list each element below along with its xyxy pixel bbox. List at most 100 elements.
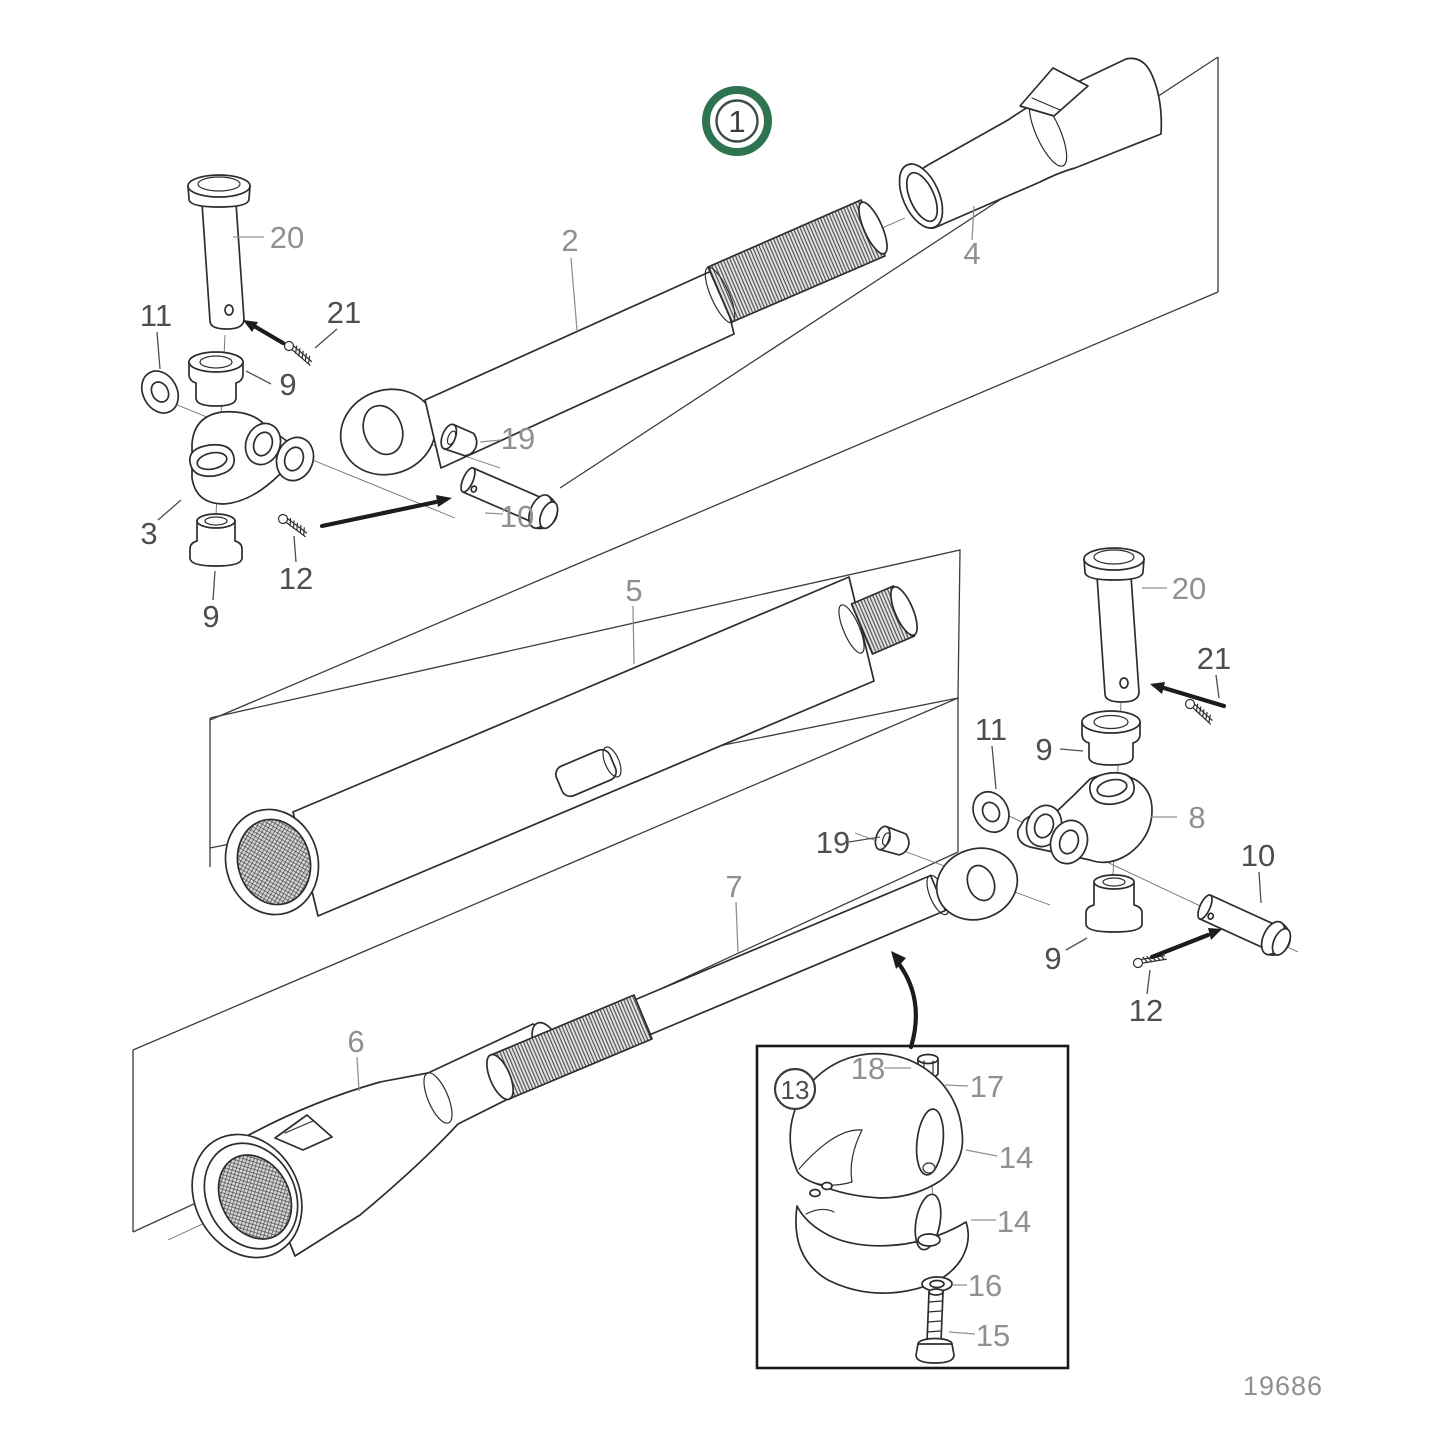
cotter-pin-21-left xyxy=(283,340,313,366)
label-17-text: 17 xyxy=(970,1069,1004,1104)
label-19-right-leader xyxy=(848,836,881,843)
label-4: 4 xyxy=(963,205,981,271)
funnel6-mouth-bore xyxy=(217,1154,293,1240)
label-14-upper-text: 14 xyxy=(999,1140,1033,1175)
label-19-right: 19 xyxy=(816,825,881,860)
label-17: 17 xyxy=(944,1069,1004,1104)
bushing-19-left xyxy=(440,423,478,457)
label-12-left-text: 12 xyxy=(279,561,313,596)
tube5-window xyxy=(555,748,617,798)
label-10-left-leader xyxy=(484,512,504,515)
label-11-right-text: 11 xyxy=(975,712,1007,747)
label-9-right-lower-text: 9 xyxy=(1044,941,1061,976)
pin-10-left xyxy=(460,467,559,530)
label-10-right-leader xyxy=(1258,871,1262,904)
label-14-lower-text: 14 xyxy=(997,1204,1031,1239)
label-19-left-leader xyxy=(479,439,502,443)
label-10-right-text: 10 xyxy=(1241,838,1275,873)
bushing-9-right-lower xyxy=(1085,874,1143,933)
bushing-9-right-upper xyxy=(1081,710,1141,766)
label-19-left-text: 19 xyxy=(501,421,535,456)
label-6: 6 xyxy=(347,1024,365,1092)
label-12-right-text: 12 xyxy=(1129,993,1163,1028)
cotter-pin-12-right xyxy=(1132,953,1167,969)
label-21-left-leader xyxy=(314,328,338,349)
washer-16 xyxy=(921,1276,953,1292)
bushing-19-right xyxy=(874,825,910,856)
label-9-left-upper-text: 9 xyxy=(279,367,296,402)
label-12-left: 12 xyxy=(279,535,313,596)
label-15-text: 15 xyxy=(976,1318,1010,1353)
label-7-text: 7 xyxy=(725,869,742,904)
label-20-right: 20 xyxy=(1142,571,1206,606)
label-17-leader xyxy=(944,1084,969,1087)
part-7-rod xyxy=(486,847,1019,1101)
label-9-left-lower-leader xyxy=(212,570,216,601)
label-19-right-text: 19 xyxy=(816,825,850,860)
label-7: 7 xyxy=(725,869,743,954)
label-14-upper-leader xyxy=(965,1149,998,1157)
label-9-right-upper-leader xyxy=(1059,748,1084,752)
inset-badge-number: 13 xyxy=(781,1075,810,1105)
rod7-threads xyxy=(490,994,653,1100)
label-8: 8 xyxy=(1151,800,1206,835)
label-12-right: 12 xyxy=(1129,969,1163,1028)
part-5-tube xyxy=(224,576,918,917)
label-16-text: 16 xyxy=(968,1268,1002,1303)
rod7-eye-hole xyxy=(966,864,996,902)
figure-badge-number: 1 xyxy=(728,104,745,139)
label-21-right: 21 xyxy=(1197,641,1231,699)
label-4-leader xyxy=(971,205,975,241)
label-10-left: 10 xyxy=(484,499,534,534)
rod2-threads xyxy=(707,199,886,323)
perspective-planes xyxy=(132,56,1219,1233)
label-18-text: 18 xyxy=(851,1051,885,1086)
pin-20-right xyxy=(1083,547,1145,703)
clevis-8 xyxy=(1016,771,1153,865)
arrow-12-right xyxy=(1149,932,1211,960)
label-20-left: 20 xyxy=(233,220,304,255)
part-4-sleeve xyxy=(898,57,1163,229)
sleeve4-notch xyxy=(1019,67,1089,117)
label-9-right-upper-text: 9 xyxy=(1035,732,1052,767)
label-14-upper: 14 xyxy=(965,1140,1033,1175)
rod7-thread-end xyxy=(486,1053,514,1101)
part-6-funnel xyxy=(191,1021,565,1259)
label-19-left: 19 xyxy=(479,421,535,456)
label-2-leader xyxy=(570,257,578,331)
rod2-eye-hole xyxy=(362,404,404,456)
label-9-left-lower: 9 xyxy=(202,570,220,634)
tube5-thread-end xyxy=(890,585,918,637)
label-2-text: 2 xyxy=(561,223,578,258)
label-6-text: 6 xyxy=(347,1024,364,1059)
label-3-leader xyxy=(157,499,182,521)
washer-11-right xyxy=(972,790,1010,834)
label-11-right-leader xyxy=(991,745,997,790)
part-2-rod xyxy=(339,199,888,476)
label-21-right-leader xyxy=(1215,674,1220,699)
tube5-mouth-bore xyxy=(236,818,312,906)
figure-badge: 1 xyxy=(702,86,772,156)
label-20-left-text: 20 xyxy=(270,220,304,255)
label-15-leader xyxy=(948,1331,976,1335)
drawing-number: 19686 xyxy=(1243,1371,1323,1401)
label-11-right: 11 xyxy=(975,712,1007,790)
funnel6-notch xyxy=(274,1114,333,1151)
cotter-pin-21-right xyxy=(1184,698,1213,725)
clevis-3 xyxy=(189,410,315,505)
label-10-left-text: 10 xyxy=(500,499,534,534)
label-16: 16 xyxy=(953,1268,1002,1303)
label-5: 5 xyxy=(625,573,643,665)
label-6-leader xyxy=(356,1056,360,1092)
pin-10-right xyxy=(1197,894,1292,956)
label-10-right: 10 xyxy=(1241,838,1275,904)
pin-20-left xyxy=(187,174,251,330)
arrow-21-left xyxy=(251,323,286,346)
label-21-right-text: 21 xyxy=(1197,641,1231,676)
inset-reference-arrow xyxy=(891,951,918,1050)
bushing-9-left-lower xyxy=(189,513,243,567)
ball-upper-slot xyxy=(915,1108,945,1176)
bolt-15 xyxy=(915,1288,955,1364)
